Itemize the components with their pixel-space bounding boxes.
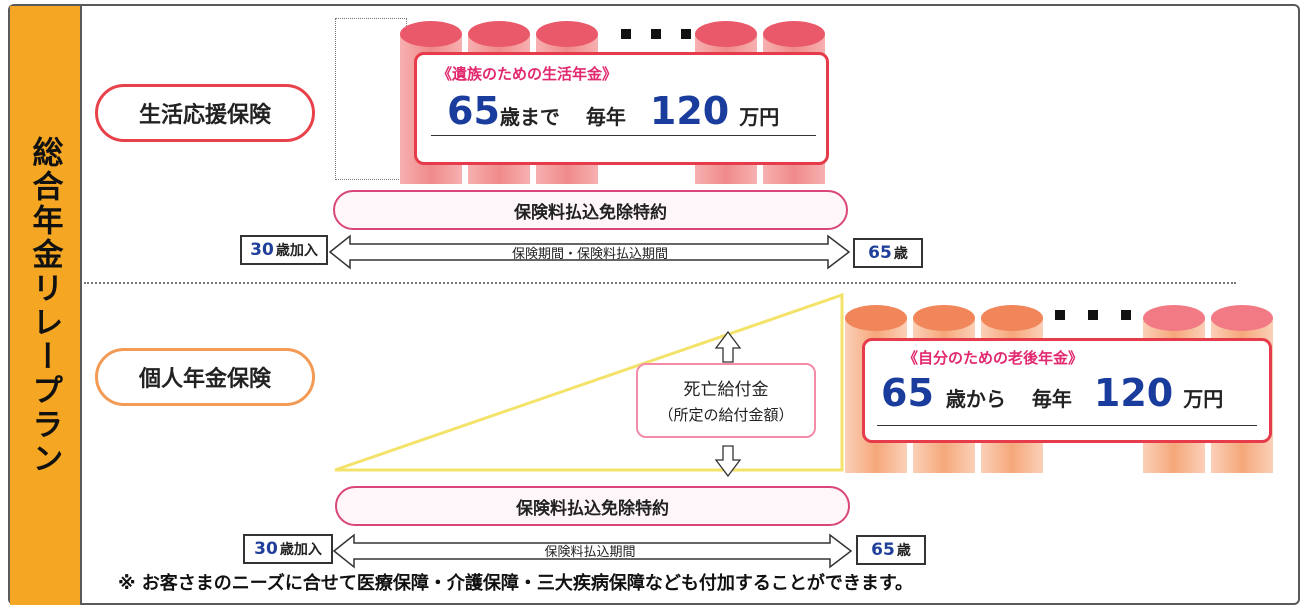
top-ellipsis-dot-1	[621, 29, 631, 39]
bottom-end-age-box: 65 歳	[856, 535, 926, 565]
bottom-start-age-num: 30	[254, 539, 278, 559]
top-end-age-box: 65 歳	[853, 238, 923, 268]
bottom-period-arrow	[332, 533, 853, 569]
top-ellipsis-dot-3	[681, 29, 691, 39]
side-title-bar: 総合年金リレープラン	[10, 6, 82, 605]
top-period-label: 保険期間・保険料払込期間	[511, 247, 668, 262]
top-card-mid: 毎年	[585, 105, 626, 129]
bottom-card-unit: 万円	[1183, 387, 1224, 411]
top-start-age-box: 30 歳加入	[240, 235, 328, 265]
top-insurance-pill: 生活応援保険	[95, 84, 315, 142]
section-divider	[84, 282, 1236, 284]
top-card-unit: 万円	[739, 105, 780, 129]
top-waiver-label: 保険料払込免除特約	[514, 202, 667, 223]
bottom-ellipsis-dot-3	[1121, 310, 1131, 320]
top-waiver-pill: 保険料払込免除特約	[333, 190, 848, 230]
top-end-age-num: 65	[868, 243, 892, 263]
footnote: ※ お客さまのニーズに合せて医療保障・介護保障・三大疾病保障なども付加することが…	[118, 573, 914, 594]
bottom-ellipsis-dot-1	[1055, 310, 1065, 320]
top-card-line: 65 歳まで 毎年 120 万円	[447, 89, 779, 133]
bottom-start-age-text: 歳加入	[279, 542, 322, 558]
bottom-card-amount: 120	[1093, 371, 1174, 415]
top-card-age-suffix: 歳まで	[499, 105, 560, 129]
bottom-insurance-label: 個人年金保険	[138, 367, 271, 392]
bottom-waiver-label: 保険料払込免除特約	[516, 498, 669, 519]
death-benefit-box: 死亡給付金 （所定の給付金額）	[636, 363, 816, 438]
bottom-ellipsis-dot-2	[1088, 310, 1098, 320]
bottom-card-title: 《自分のための老後年金》	[903, 349, 1084, 367]
side-title: 総合年金リレープラン	[26, 135, 63, 476]
bottom-card-age-suffix: 歳から	[945, 387, 1006, 411]
top-card-title: 《遺族のための生活年金》	[437, 65, 618, 83]
bottom-period-label: 保険料払込期間	[544, 545, 636, 560]
top-end-age-unit: 歳	[893, 246, 908, 262]
top-insurance-label: 生活応援保険	[138, 103, 271, 128]
death-benefit-updown-arrow	[714, 330, 742, 478]
bottom-end-age-num: 65	[871, 540, 895, 560]
bottom-card-age: 65	[881, 371, 934, 415]
bottom-card-mid: 毎年	[1031, 387, 1072, 411]
death-benefit-line2: （所定の給付金額）	[658, 406, 794, 424]
bottom-waiver-pill: 保険料払込免除特約	[335, 486, 850, 526]
top-pension-card: 《遺族のための生活年金》 65 歳まで 毎年 120 万円	[414, 52, 829, 165]
top-card-amount: 120	[649, 89, 730, 133]
bottom-start-age-box: 30 歳加入	[243, 534, 333, 564]
top-start-age-num: 30	[250, 240, 274, 260]
top-ellipsis-dot-2	[651, 29, 661, 39]
death-benefit-line1: 死亡給付金	[683, 380, 769, 400]
top-start-age-text: 歳加入	[275, 243, 318, 259]
bottom-card-rule	[877, 425, 1257, 426]
top-card-rule	[431, 135, 816, 136]
diagram-frame	[8, 4, 1300, 605]
bottom-pension-card: 《自分のための老後年金》 65 歳から 毎年 120 万円	[862, 338, 1272, 443]
top-period-arrow	[328, 234, 851, 270]
bottom-card-line: 65 歳から 毎年 120 万円	[881, 371, 1223, 415]
bottom-insurance-pill: 個人年金保険	[95, 348, 315, 406]
bottom-end-age-unit: 歳	[896, 543, 911, 559]
top-card-age: 65	[447, 89, 500, 133]
